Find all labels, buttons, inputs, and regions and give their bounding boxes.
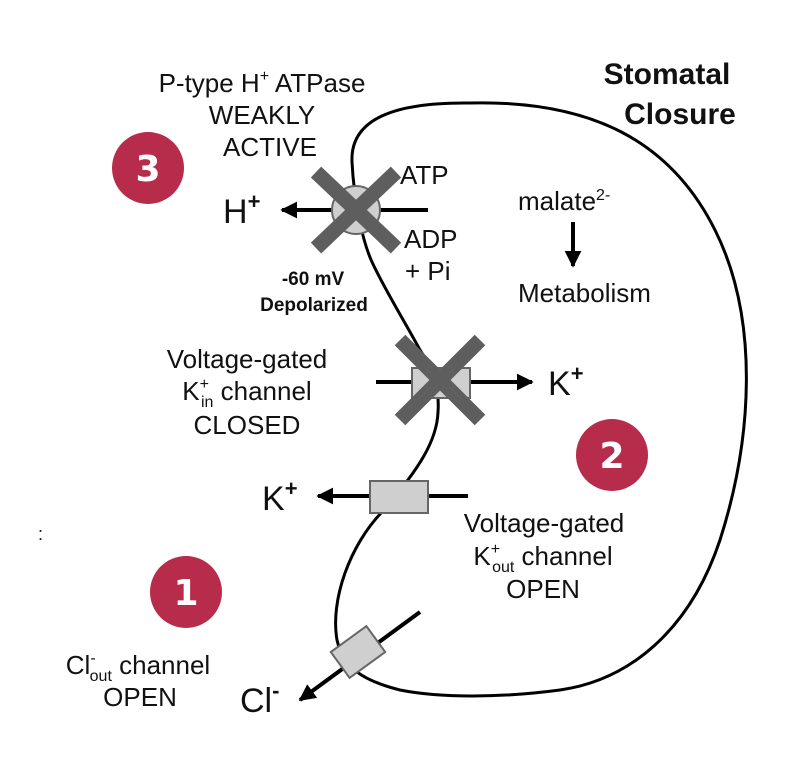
cl-channel-label-line1: Cl-out channel	[66, 650, 210, 685]
k-out-channel-label-line2: K+out channel	[473, 541, 612, 576]
membrane-potential-state: Depolarized	[260, 295, 368, 316]
adp-label-line1: ADP	[404, 224, 457, 254]
atp-label: ATP	[400, 160, 449, 190]
k-in-channel-label-line1: Voltage-gated	[167, 344, 327, 374]
badge-2-label: 2	[599, 436, 624, 477]
badge-1-label: 1	[173, 573, 198, 614]
k-out-channel-label-line1: Voltage-gated	[464, 508, 624, 538]
stray-mark: :	[38, 524, 43, 544]
badge-3	[112, 132, 184, 204]
k-in-closed-cross-icon	[394, 334, 486, 426]
k-out-ion-label: K+	[262, 476, 298, 518]
cl-out-channel-box	[329, 624, 387, 680]
badge-3-label: 3	[135, 149, 160, 190]
malate-label: malate2-	[518, 186, 610, 216]
metabolism-label: Metabolism	[518, 278, 651, 308]
badge-1	[150, 556, 222, 628]
k-in-channel-label-line2: K+in channel	[182, 376, 311, 411]
k-out-channel-box	[369, 480, 429, 514]
adp-label-line2: + Pi	[405, 256, 451, 286]
title-line2: Closure	[624, 98, 736, 131]
atpase-inactive-cross-icon	[310, 166, 402, 254]
atpase-h-ion-label: H+	[223, 189, 260, 231]
cl-ion-label: Cl-	[240, 678, 279, 720]
k-in-ion-label: K+	[548, 361, 584, 403]
atpase-label-line2: WEAKLY	[209, 100, 315, 130]
k-in-channel-label-line3: CLOSED	[194, 410, 301, 440]
k-out-channel-label-line3: OPEN	[506, 574, 580, 604]
cl-channel-label-line2: OPEN	[103, 682, 177, 712]
atpase-label-line3: ACTIVE	[223, 132, 317, 162]
atpase-label-line1: P-type H+ ATPase	[159, 68, 366, 98]
title-line1: Stomatal	[604, 58, 731, 91]
badge-2	[576, 419, 648, 491]
membrane-potential-value: -60 mV	[282, 269, 345, 290]
